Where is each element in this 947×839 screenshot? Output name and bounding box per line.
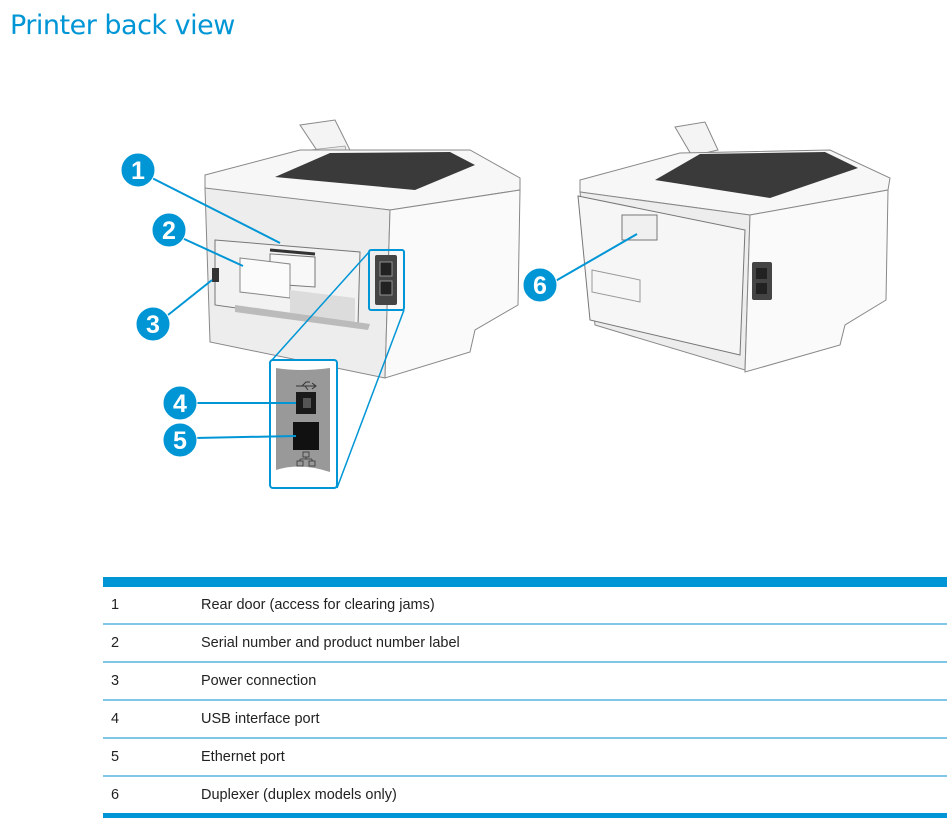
row-label: USB interface port	[201, 700, 947, 739]
callout-6: 6	[522, 267, 558, 303]
printer-left	[204, 119, 521, 379]
callout-4: 4	[162, 385, 198, 421]
row-label: Duplexer (duplex models only)	[201, 776, 947, 818]
row-label: Rear door (access for clearing jams)	[201, 584, 947, 625]
row-number: 6	[103, 776, 201, 818]
svg-text:6: 6	[533, 272, 547, 300]
table-row: 5 Ethernet port	[103, 738, 947, 777]
page-title: Printer back view	[10, 10, 235, 41]
svg-text:2: 2	[162, 217, 176, 245]
ethernet-icon	[296, 451, 316, 467]
printer-right	[577, 121, 891, 373]
callout-leaders	[151, 177, 638, 439]
svg-text:1: 1	[131, 157, 145, 185]
callout-2: 2	[151, 212, 187, 248]
row-number: 5	[103, 738, 201, 777]
ports-zoom-inset	[269, 251, 405, 489]
svg-text:5: 5	[173, 427, 187, 455]
table-row: 2 Serial number and product number label	[103, 624, 947, 663]
svg-text:4: 4	[173, 390, 187, 418]
row-number: 4	[103, 700, 201, 739]
callout-3: 3	[135, 306, 171, 342]
row-number: 1	[103, 584, 201, 625]
table-row: 3 Power connection	[103, 662, 947, 701]
row-label: Ethernet port	[201, 738, 947, 777]
svg-text:3: 3	[146, 311, 160, 339]
callout-1: 1	[120, 152, 156, 188]
row-number: 2	[103, 624, 201, 663]
table-top-rule	[103, 577, 947, 587]
callout-legend-table: 1 Rear door (access for clearing jams) 2…	[103, 577, 947, 818]
callout-5: 5	[162, 422, 198, 458]
table-row: 4 USB interface port	[103, 700, 947, 739]
ports-highlight-box	[368, 249, 405, 311]
row-number: 3	[103, 662, 201, 701]
row-label: Power connection	[201, 662, 947, 701]
table-row: 1 Rear door (access for clearing jams)	[103, 584, 947, 625]
table-row: 6 Duplexer (duplex models only)	[103, 776, 947, 818]
usb-icon	[296, 381, 317, 391]
printer-back-illustration: 1 2 3 4 5 6	[120, 119, 891, 489]
row-label: Serial number and product number label	[201, 624, 947, 663]
